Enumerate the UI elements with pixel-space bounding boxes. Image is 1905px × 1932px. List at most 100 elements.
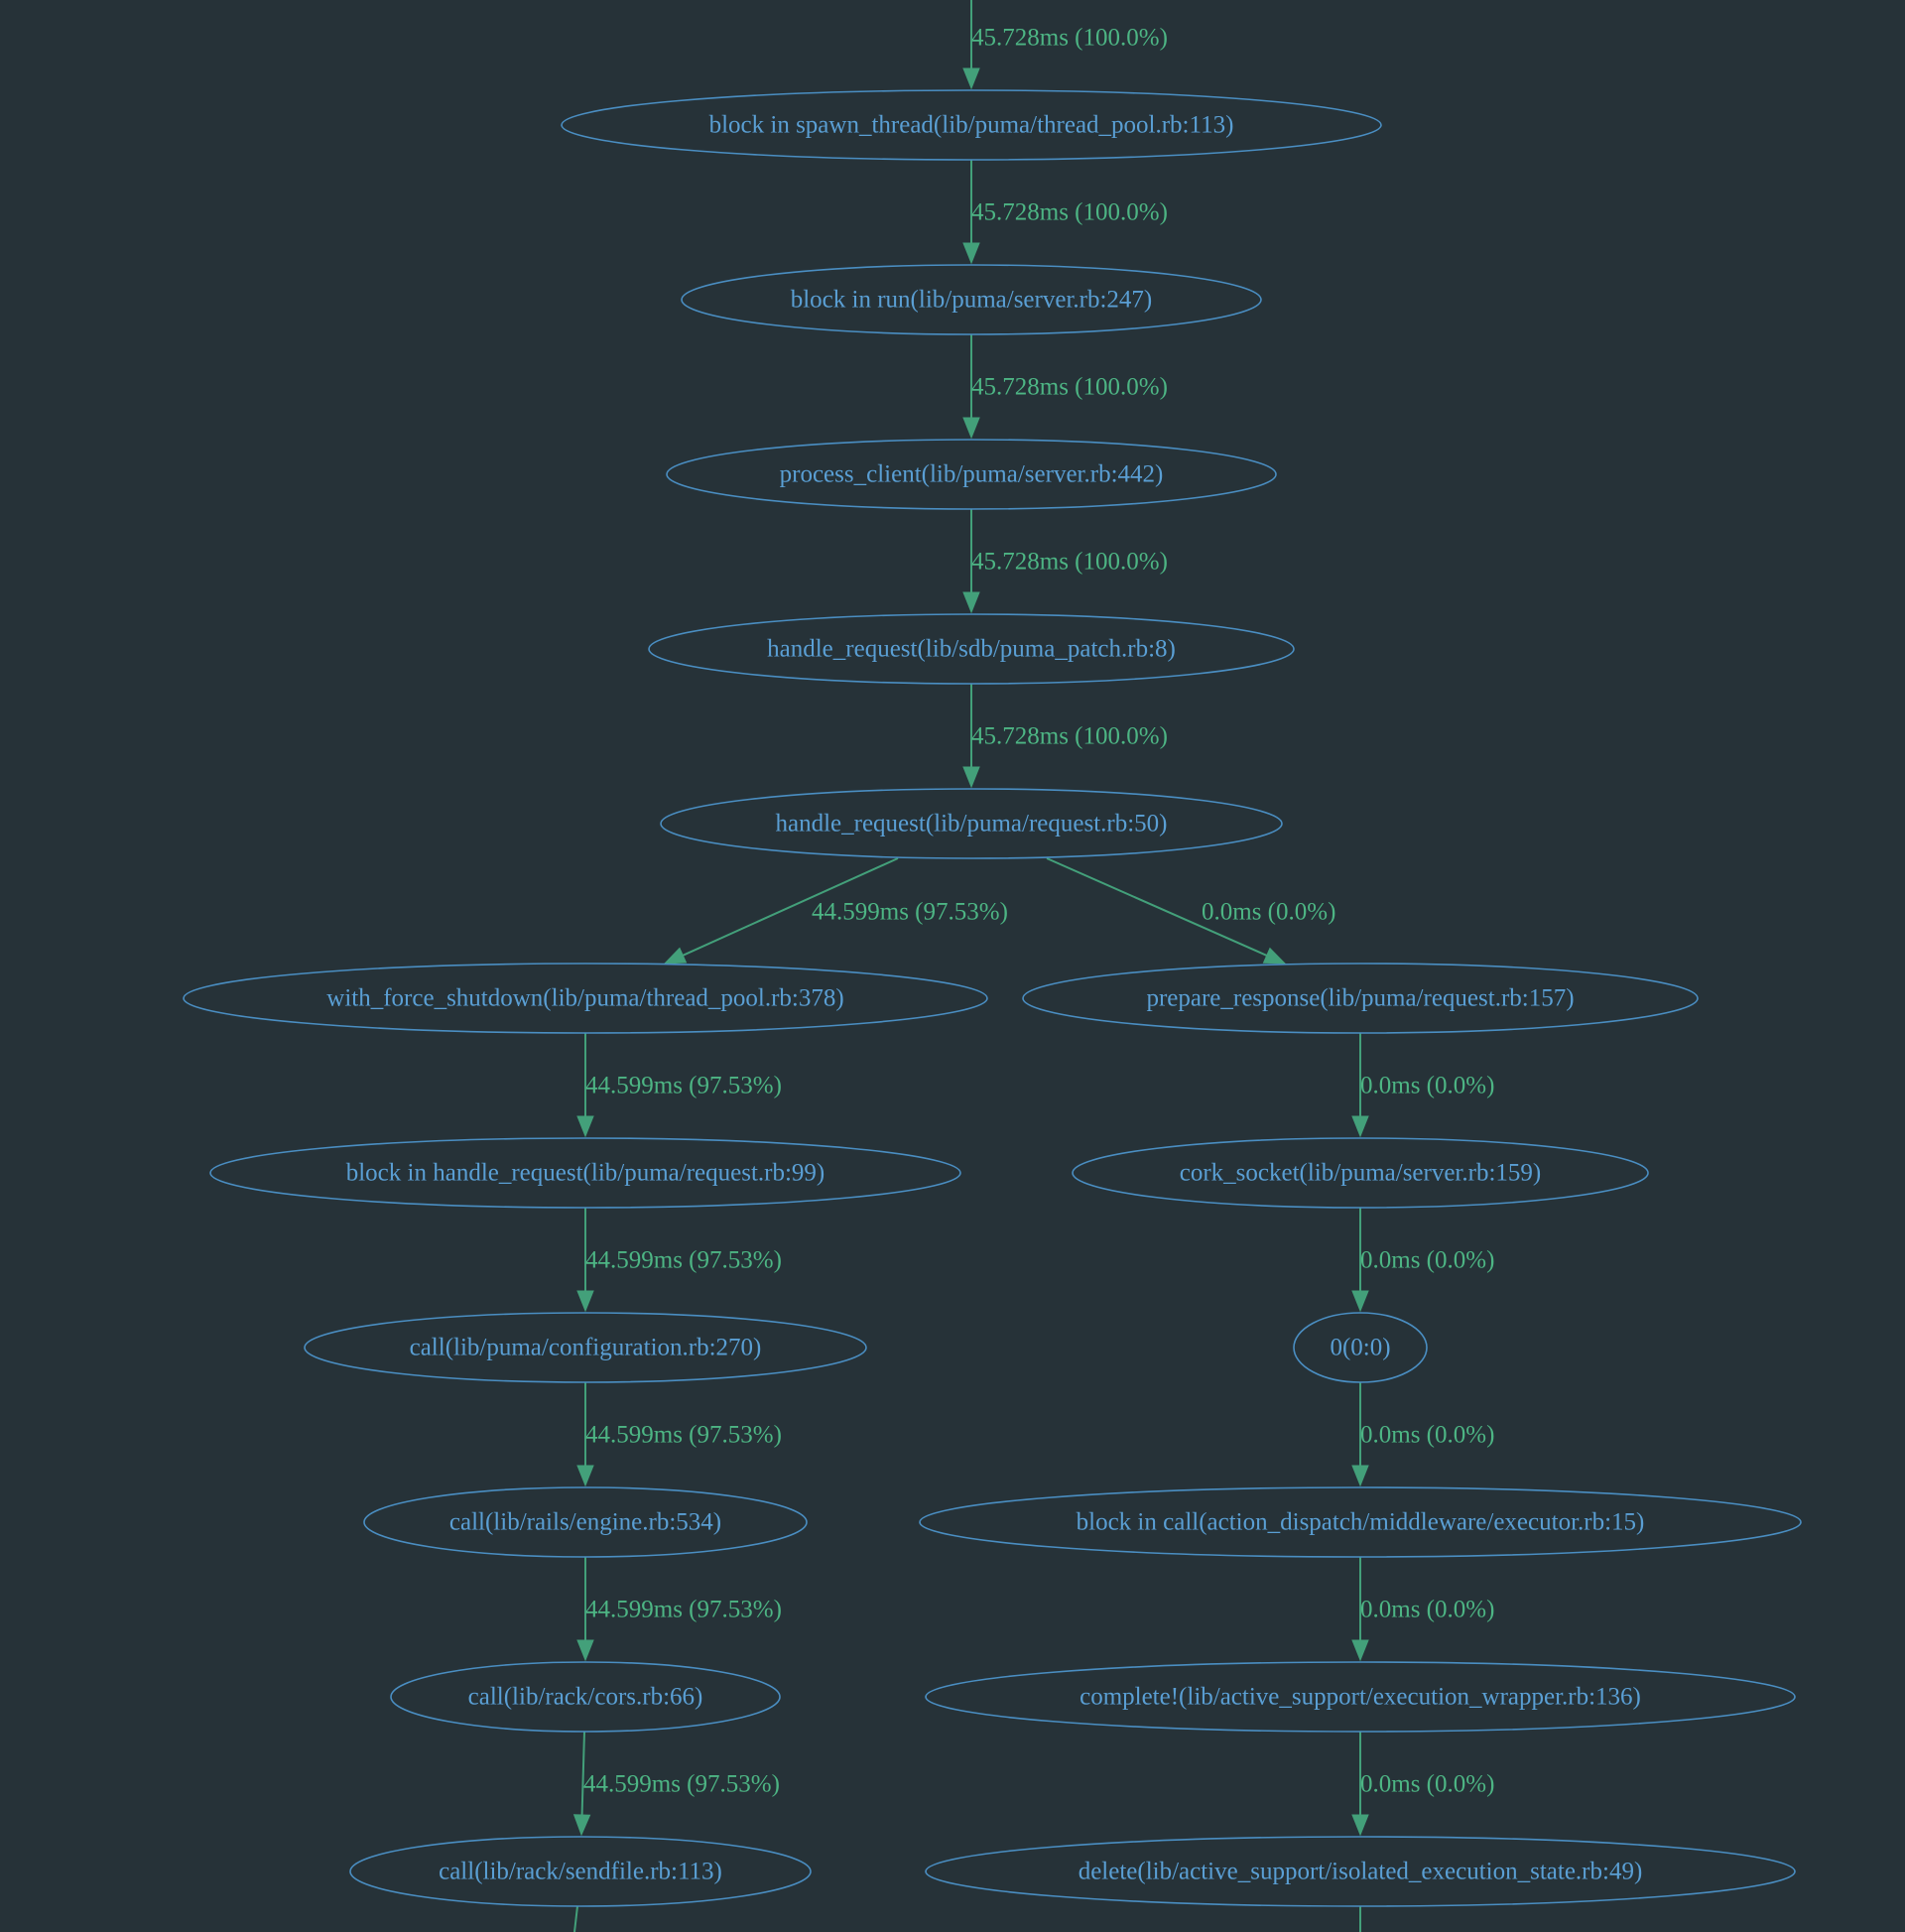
edge: 44.599ms (97.53%): [663, 857, 1008, 965]
node-label: with_force_shutdown(lib/puma/thread_pool…: [326, 985, 843, 1012]
edge: 45.728ms (100.0%): [962, 684, 1168, 789]
node-ellipse: [660, 788, 1283, 859]
nodes-layer: block in spawn_thread(lib/puma/thread_po…: [183, 89, 1802, 1907]
node-label: block in handle_request(lib/puma/request…: [346, 1160, 826, 1187]
edge: [573, 1905, 578, 1932]
edge: 44.599ms (97.53%): [576, 1033, 782, 1138]
edge: 0.0ms (0.0%): [1351, 1382, 1494, 1487]
edge-label: 44.599ms (97.53%): [812, 899, 1008, 926]
edge: 0.0ms (0.0%): [1351, 1208, 1494, 1313]
edge-line: [1046, 857, 1268, 957]
edge-label: 45.728ms (100.0%): [971, 549, 1168, 576]
edge-label: 45.728ms (100.0%): [971, 723, 1168, 750]
node-ellipse: [349, 1836, 812, 1907]
edge-arrowhead: [576, 1115, 594, 1138]
graph-node[interactable]: delete(lib/active_support/isolated_execu…: [925, 1836, 1796, 1907]
node-label: handle_request(lib/sdb/puma_patch.rb:8): [767, 636, 1176, 663]
node-label: prepare_response(lib/puma/request.rb:157…: [1146, 985, 1574, 1012]
node-label: call(lib/rack/cors.rb:66): [468, 1684, 703, 1711]
node-ellipse: [209, 1137, 961, 1209]
node-label: block in run(lib/puma/server.rb:247): [791, 287, 1153, 314]
node-ellipse: [1072, 1137, 1649, 1209]
node-ellipse: [363, 1486, 808, 1558]
graph-node[interactable]: handle_request(lib/puma/request.rb:50): [660, 788, 1283, 859]
node-label: process_client(lib/puma/server.rb:442): [780, 461, 1164, 488]
edge-label: 0.0ms (0.0%): [1360, 1597, 1494, 1623]
graph-node[interactable]: call(lib/rack/sendfile.rb:113): [349, 1836, 812, 1907]
edge-line: [573, 1905, 578, 1932]
edge-arrowhead: [962, 417, 980, 440]
edges-layer: 45.728ms (100.0%) 45.728ms (100.0%) 45.728…: [572, 0, 1494, 1932]
graph-node[interactable]: cork_socket(lib/puma/server.rb:159): [1072, 1137, 1649, 1209]
edge-arrowhead: [1351, 1115, 1369, 1138]
edge: 0.0ms (0.0%): [1351, 1033, 1494, 1138]
edge: 0.0ms (0.0%): [1351, 1732, 1494, 1837]
edge-label: 0.0ms (0.0%): [1202, 899, 1335, 926]
graph-node[interactable]: prepare_response(lib/puma/request.rb:157…: [1022, 963, 1699, 1034]
edge-label: 44.599ms (97.53%): [585, 1247, 782, 1274]
edge: 45.728ms (100.0%): [962, 334, 1168, 440]
node-label: 0(0:0): [1330, 1335, 1390, 1361]
edge-line: [580, 1731, 585, 1816]
edge-arrowhead: [1351, 1465, 1369, 1487]
edge-arrowhead: [962, 67, 980, 90]
edge-arrowhead: [576, 1639, 594, 1662]
edge-arrowhead: [576, 1290, 594, 1313]
edge-arrowhead: [1351, 1639, 1369, 1662]
node-ellipse: [183, 963, 988, 1034]
edge-arrowhead: [576, 1465, 594, 1487]
edge-arrowhead: [962, 766, 980, 789]
node-label: cork_socket(lib/puma/server.rb:159): [1180, 1160, 1541, 1187]
graph-node[interactable]: call(lib/puma/configuration.rb:270): [304, 1312, 867, 1383]
graph-node[interactable]: process_client(lib/puma/server.rb:442): [666, 439, 1277, 510]
edge-label: 44.599ms (97.53%): [583, 1771, 780, 1798]
node-ellipse: [390, 1661, 781, 1733]
edge-arrowhead: [962, 242, 980, 265]
node-ellipse: [1293, 1312, 1428, 1383]
edge-label: 44.599ms (97.53%): [585, 1597, 782, 1623]
edge-label: 0.0ms (0.0%): [1360, 1422, 1494, 1449]
graph-node[interactable]: complete!(lib/active_support/execution_w…: [925, 1661, 1796, 1733]
node-ellipse: [666, 439, 1277, 510]
edge-label: 44.599ms (97.53%): [585, 1073, 782, 1099]
edge: 0.0ms (0.0%): [1046, 857, 1335, 965]
graph-node[interactable]: handle_request(lib/sdb/puma_patch.rb:8): [648, 613, 1295, 685]
edge-arrowhead: [962, 591, 980, 614]
graph-node[interactable]: block in run(lib/puma/server.rb:247): [681, 264, 1262, 335]
edge-label: 0.0ms (0.0%): [1360, 1073, 1494, 1099]
graph-node[interactable]: call(lib/rails/engine.rb:534): [363, 1486, 808, 1558]
node-ellipse: [925, 1836, 1796, 1907]
edge-arrowhead: [1351, 1290, 1369, 1313]
edge-label: 45.728ms (100.0%): [971, 199, 1168, 226]
edge-label: 0.0ms (0.0%): [1360, 1247, 1494, 1274]
edge-line: [682, 857, 899, 957]
graph-node[interactable]: block in handle_request(lib/puma/request…: [209, 1137, 961, 1209]
edge-arrowhead: [1351, 1814, 1369, 1837]
node-ellipse: [304, 1312, 867, 1383]
graph-node[interactable]: 0(0:0): [1293, 1312, 1428, 1383]
node-ellipse: [561, 89, 1382, 161]
edge-arrowhead: [1262, 947, 1287, 965]
edge-label: 45.728ms (100.0%): [971, 374, 1168, 401]
edge: 0.0ms (0.0%): [1351, 1557, 1494, 1662]
node-label: handle_request(lib/puma/request.rb:50): [775, 811, 1167, 837]
graph-node[interactable]: call(lib/rack/cors.rb:66): [390, 1661, 781, 1733]
edge: 45.728ms (100.0%): [962, 0, 1168, 90]
edge: 45.728ms (100.0%): [962, 509, 1168, 614]
edge-arrowhead: [663, 947, 688, 965]
node-label: complete!(lib/active_support/execution_w…: [1080, 1684, 1641, 1711]
edge: 44.599ms (97.53%): [576, 1208, 782, 1313]
graph-node[interactable]: block in spawn_thread(lib/puma/thread_po…: [561, 89, 1382, 161]
edge-arrowhead: [572, 1814, 591, 1837]
edge-label: 45.728ms (100.0%): [971, 25, 1168, 52]
graph-node[interactable]: with_force_shutdown(lib/puma/thread_pool…: [183, 963, 988, 1034]
node-label: call(lib/rack/sendfile.rb:113): [439, 1859, 722, 1885]
edge-label: 44.599ms (97.53%): [585, 1422, 782, 1449]
edge: 44.599ms (97.53%): [576, 1382, 782, 1487]
graph-node[interactable]: block in call(action_dispatch/middleware…: [919, 1486, 1802, 1558]
edge-label: 0.0ms (0.0%): [1360, 1771, 1494, 1798]
node-ellipse: [1022, 963, 1699, 1034]
node-ellipse: [648, 613, 1295, 685]
node-ellipse: [681, 264, 1262, 335]
node-ellipse: [919, 1486, 1802, 1558]
